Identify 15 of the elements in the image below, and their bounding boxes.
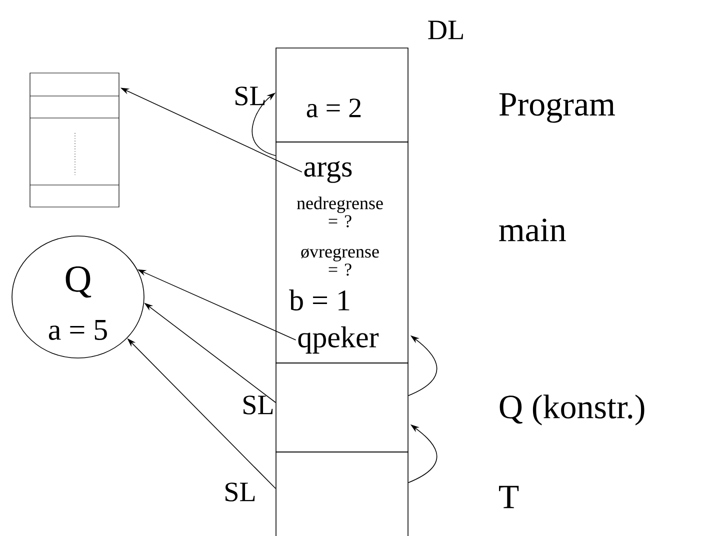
variable-label: qpeker (298, 326, 379, 354)
variable-label: args (304, 161, 352, 183)
stack-frame: a = 2 (276, 48, 408, 142)
array-box (30, 72, 120, 208)
column-heading: DL (428, 20, 463, 40)
arrow (252, 92, 276, 156)
frame-name: Program (499, 93, 615, 123)
stack-frame (276, 452, 408, 536)
stack-frame (276, 362, 408, 452)
edge-label: SL (226, 482, 255, 502)
frame-name: Q (konstr.) (500, 394, 644, 426)
edge-label: SL (244, 396, 273, 414)
edge-label: SL (236, 86, 265, 106)
frame-name: main (499, 218, 566, 242)
frame-name: T (499, 486, 519, 508)
